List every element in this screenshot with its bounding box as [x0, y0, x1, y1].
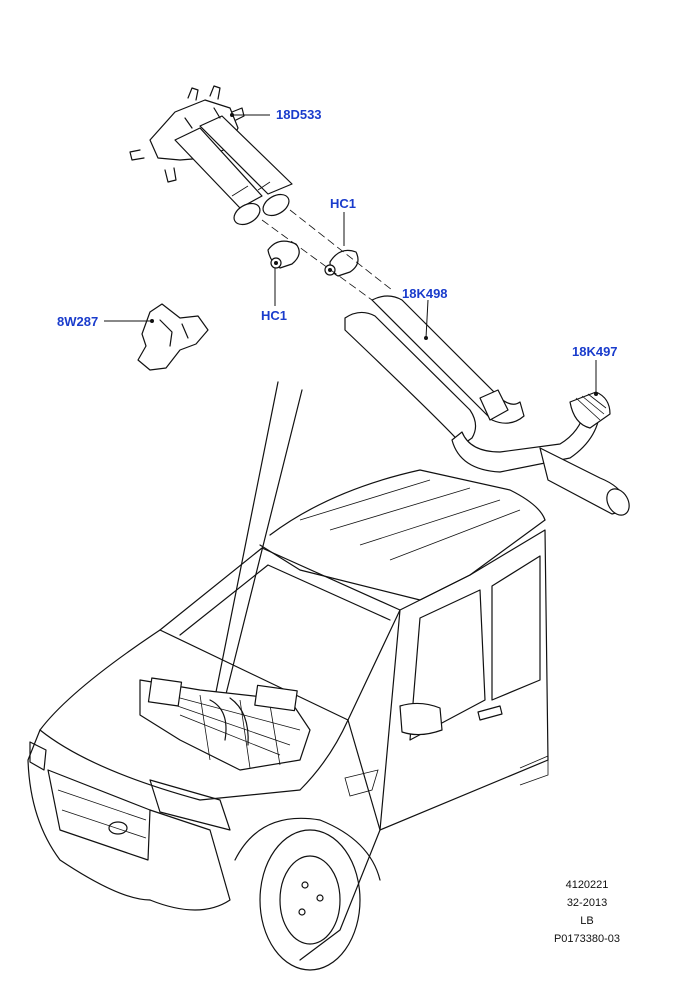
leader-dot-8w287 — [150, 319, 154, 323]
reference-date-code: 32-2013 — [566, 897, 608, 909]
assembly-line-2 — [289, 209, 393, 291]
pointer-line-right — [215, 389, 303, 735]
hose-18k498-drawing — [344, 295, 630, 516]
callout-18d533: 18D533 — [276, 107, 322, 122]
leader-dot-18k497 — [594, 392, 598, 396]
callout-hc1-bottom: HC1 — [261, 308, 288, 323]
reference-illustration-id: P0173380-03 — [553, 933, 621, 945]
callout-18k497: 18K497 — [572, 344, 618, 359]
leader-18k498 — [425, 299, 429, 339]
bracket-8w287-drawing — [137, 303, 209, 371]
reference-number: 4120221 — [565, 879, 609, 891]
callout-8w287: 8W287 — [57, 314, 99, 329]
callout-18k498: 18K498 — [402, 286, 448, 301]
leader-dot-18d533 — [230, 113, 234, 117]
clamp-hc1-right-drawing — [324, 249, 359, 277]
pointer-line-left — [207, 381, 279, 733]
assembly-line-1 — [261, 219, 373, 301]
callout-hc1-top: HC1 — [330, 196, 357, 211]
leader-dot-18k498 — [424, 336, 428, 340]
reference-variant: LB — [580, 915, 594, 927]
vehicle-drawing — [27, 469, 549, 971]
part-18d533-drawing — [129, 85, 293, 226]
clamp-hc1-left-drawing — [267, 240, 300, 269]
